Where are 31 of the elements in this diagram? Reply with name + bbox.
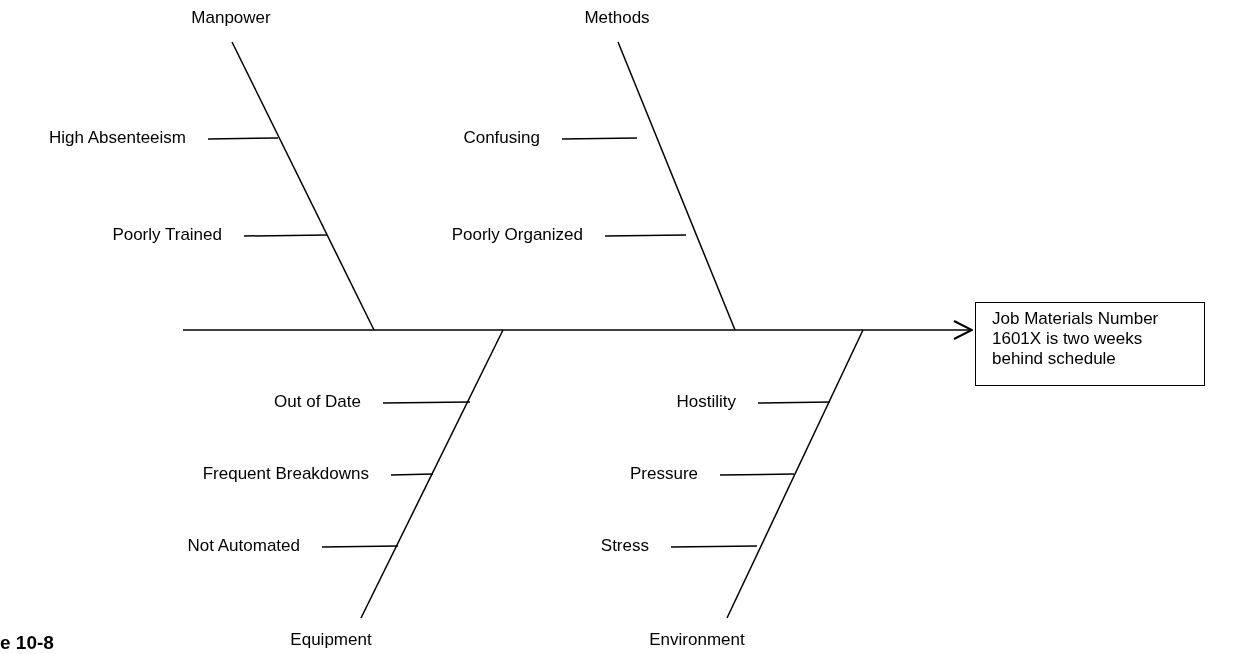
category-label: Environment xyxy=(637,630,757,650)
bone-line xyxy=(360,329,504,619)
cause-label: Not Automated xyxy=(120,536,300,556)
cause-label: Poorly Organized xyxy=(400,225,583,245)
bone-line xyxy=(726,329,864,619)
cause-label: Pressure xyxy=(560,464,698,484)
spine-arrow xyxy=(182,320,973,340)
bone-line xyxy=(719,473,795,476)
cause-label: Poorly Trained xyxy=(40,225,222,245)
bone-line xyxy=(207,137,279,140)
bone-line xyxy=(231,41,375,331)
cause-label: Frequent Breakdowns xyxy=(100,464,369,484)
category-label: Methods xyxy=(567,8,667,28)
figure-caption: e 10-8 xyxy=(0,632,54,654)
bone-line xyxy=(670,545,758,548)
bone-line xyxy=(561,137,638,140)
bone-line xyxy=(321,545,399,548)
bone-line xyxy=(243,234,328,237)
bone-line xyxy=(604,234,687,237)
bone-line xyxy=(390,473,434,476)
cause-label: Out of Date xyxy=(200,392,361,412)
bone-line xyxy=(617,41,736,331)
bone-line xyxy=(382,401,471,404)
cause-label: Hostility xyxy=(600,392,736,412)
cause-label: Stress xyxy=(540,536,649,556)
effect-box: Job Materials Number 1601X is two weeks behind schedule xyxy=(975,302,1205,386)
bone-line xyxy=(757,401,831,404)
cause-label: Confusing xyxy=(400,128,540,148)
cause-label: High Absenteeism xyxy=(0,128,186,148)
category-label: Equipment xyxy=(271,630,391,650)
category-label: Manpower xyxy=(181,8,281,28)
